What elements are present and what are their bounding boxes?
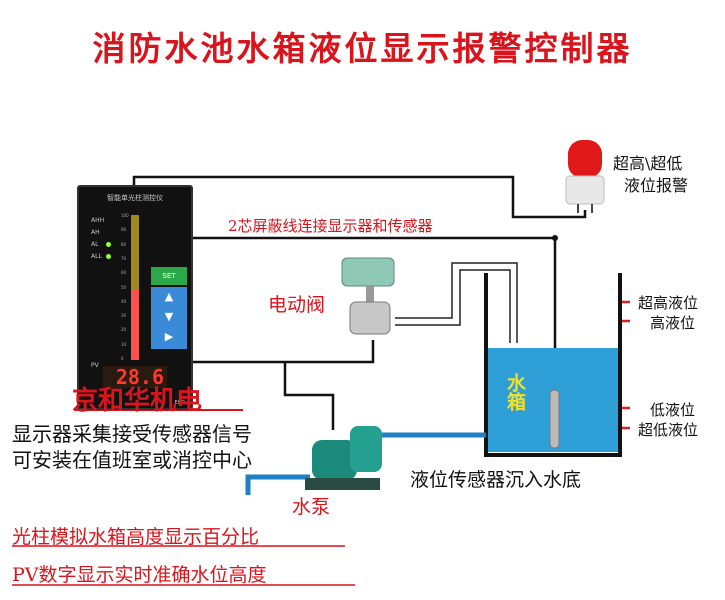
- scale-tick-label: 100: [121, 213, 129, 218]
- description-line1: 显示器采集接受传感器信号: [12, 422, 252, 446]
- pv-value: 28.6: [103, 366, 167, 388]
- down-button[interactable]: ▼: [164, 310, 174, 323]
- right-button[interactable]: ▶: [164, 330, 174, 343]
- scale-tick-label: 0: [121, 356, 124, 361]
- alarm-label-all: ALL: [91, 253, 102, 260]
- alarm-label-al: AL: [91, 241, 99, 248]
- valve-label: 电动阀: [268, 294, 326, 316]
- alarm-wire: [132, 175, 587, 219]
- level-sensor: [549, 389, 560, 449]
- alarm-label-ahh: AHH: [91, 217, 105, 224]
- all-led-icon: [106, 254, 111, 259]
- scale-tick-label: 30: [121, 313, 127, 319]
- scale-tick-label: 40: [121, 298, 127, 304]
- controller-name: 智能单光柱测控仪: [107, 194, 163, 202]
- level-bargraph: [131, 215, 139, 360]
- scale-tick-label: 60: [121, 270, 127, 276]
- level-label-ultra-high: 超高液位: [638, 294, 699, 312]
- level-bargraph-fill: [131, 290, 139, 360]
- alarm-label-line1: 超高\超低: [613, 154, 683, 173]
- scale-tick-label: 90: [121, 227, 127, 233]
- electric-valve-icon: [341, 257, 395, 335]
- tank-label: 水箱: [504, 373, 526, 411]
- alarm-light-icon: [565, 140, 605, 213]
- valve-pipe-outer: [395, 262, 518, 343]
- pv-label: PV: [91, 362, 99, 369]
- valve-wire: [193, 340, 375, 364]
- alarm-label-ah: AH: [91, 229, 100, 236]
- up-button[interactable]: ▲: [164, 290, 174, 303]
- brand-label: EBD: [174, 400, 185, 406]
- level-ticks: [622, 300, 630, 430]
- tank-walls: [484, 273, 622, 457]
- feature-line1: 光柱模拟水箱高度显示百分比: [12, 526, 260, 548]
- description-line2: 可安装在值班室或消控中心: [12, 448, 252, 472]
- pump-label: 水泵: [292, 496, 331, 518]
- al-led-icon: [106, 242, 111, 247]
- water-pump-icon: [305, 426, 382, 490]
- scale-tick-label: 80: [121, 241, 127, 247]
- scale-tick-label: 10: [121, 341, 127, 347]
- level-label-low: 低液位: [650, 401, 696, 419]
- sensor-label: 液位传感器沉入水底: [410, 469, 582, 491]
- level-label-high: 高液位: [650, 314, 696, 332]
- keypad: ▲ ▼ ▶: [151, 287, 187, 349]
- scale-tick-label: 20: [121, 327, 127, 333]
- alarm-label-line2: 液位报警: [624, 176, 689, 195]
- blue-pipes: [245, 432, 486, 495]
- company-name: 京和华机电: [72, 386, 203, 416]
- scale-tick-label: 70: [121, 255, 127, 261]
- scale-tick-label: 50: [121, 284, 127, 290]
- pump-wire: [283, 362, 335, 430]
- page-title: 消防水池水箱液位显示报警控制器: [92, 29, 633, 68]
- set-button[interactable]: SET: [151, 267, 187, 285]
- valve-pipe-inner: [395, 269, 511, 343]
- level-label-ultra-low: 超低液位: [638, 421, 699, 439]
- feature-line2: PV数字显示实时准确水位高度: [12, 564, 267, 586]
- cable-label: 2芯屏蔽线连接显示器和传感器: [228, 217, 433, 235]
